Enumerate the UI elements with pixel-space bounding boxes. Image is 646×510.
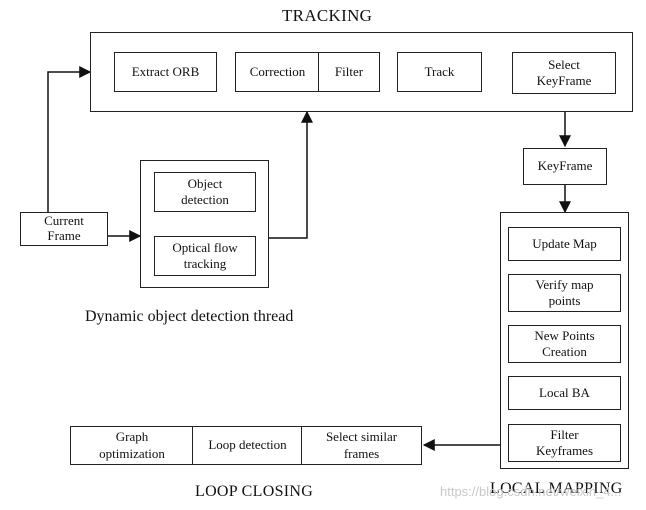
tracking-title: TRACKING	[282, 6, 373, 25]
select-keyframe-box: Select KeyFrame	[512, 52, 616, 94]
filter-label: Filter	[334, 63, 364, 79]
extract-orb-label: Extract ORB	[131, 63, 200, 79]
current-frame-box: Current Frame	[20, 212, 108, 246]
keyframe-label: KeyFrame	[537, 158, 593, 174]
verify-map-points-box: Verify map points	[508, 274, 621, 312]
track-box: Track	[397, 52, 482, 92]
loop-detection-box: Loop detection	[192, 426, 303, 465]
new-points-creation-label: New Points Creation	[534, 327, 595, 359]
filter-keyframes-box: Filter Keyframes	[508, 424, 621, 462]
correction-box: Correction	[235, 52, 320, 92]
current-frame-label: Current Frame	[44, 213, 84, 243]
select-keyframe-label: Select KeyFrame	[536, 56, 592, 88]
extract-orb-box: Extract ORB	[114, 52, 217, 92]
object-detection-label: Object detection	[181, 175, 229, 207]
graph-optimization-label: Graph optimization	[99, 429, 165, 461]
local-ba-label: Local BA	[539, 384, 590, 400]
track-label: Track	[424, 63, 455, 79]
arrow-current-to-tracking	[47, 66, 92, 212]
local-ba-box: Local BA	[508, 376, 621, 410]
optical-flow-label: Optical flow tracking	[172, 239, 238, 271]
correction-label: Correction	[249, 63, 306, 79]
local-mapping-title: LOCAL MAPPING	[490, 480, 623, 497]
select-similar-frames-box: Select similar frames	[301, 426, 422, 465]
object-detection-box: Object detection	[154, 172, 256, 212]
dynamic-thread-caption: Dynamic object detection thread	[85, 308, 294, 325]
graph-optimization-box: Graph optimization	[70, 426, 194, 465]
loop-closing-title: LOOP CLOSING	[195, 483, 314, 500]
loop-detection-label: Loop detection	[208, 437, 287, 453]
new-points-creation-box: New Points Creation	[508, 325, 621, 363]
keyframe-box: KeyFrame	[523, 148, 607, 185]
filter-keyframes-label: Filter Keyframes	[535, 426, 594, 458]
verify-map-points-label: Verify map points	[535, 276, 594, 308]
update-map-label: Update Map	[532, 235, 597, 251]
arrow-dynamic-to-tracking	[268, 110, 313, 239]
optical-flow-box: Optical flow tracking	[154, 236, 256, 276]
watermark-text: https://blog.csdn.net/weixin_4...	[440, 484, 622, 499]
filter-box: Filter	[318, 52, 380, 92]
select-similar-frames-label: Select similar frames	[325, 429, 398, 461]
update-map-box: Update Map	[508, 227, 621, 261]
